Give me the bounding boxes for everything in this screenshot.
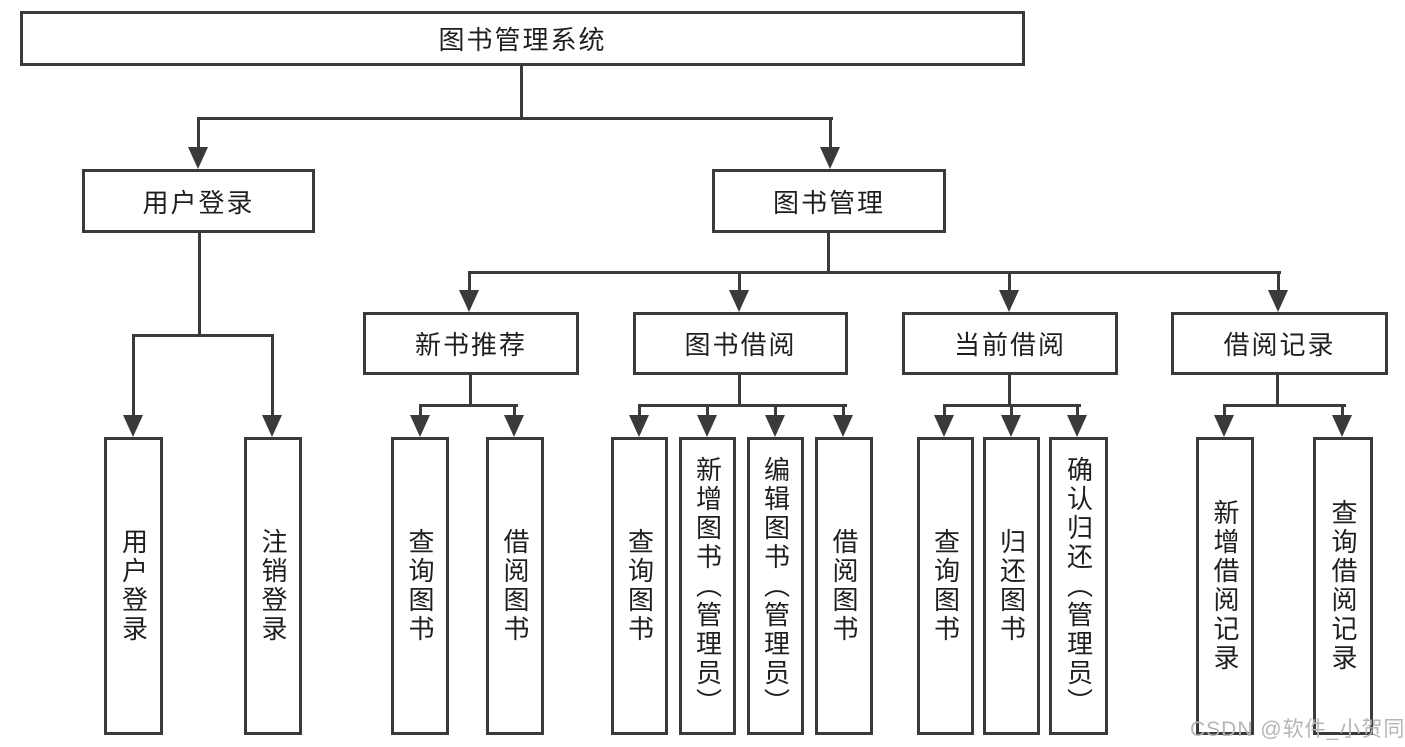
connector-line	[738, 271, 741, 292]
connector-line	[198, 233, 201, 337]
connector-line	[513, 404, 516, 417]
leaf-borrow-books-recommend: 借阅图书	[486, 437, 544, 735]
node-label: 归还图书	[996, 528, 1027, 644]
arrowhead-down-icon	[262, 415, 282, 437]
node-label: 注销登录	[258, 528, 288, 644]
node-label: 查询图书	[624, 528, 655, 644]
connector-line	[1276, 375, 1279, 407]
connector-line	[1223, 404, 1346, 407]
leaf-edit-book-admin: 编辑图书（管理员）	[747, 437, 804, 735]
node-label: 新增图书（管理员）	[692, 455, 723, 717]
node-user-login: 用户登录	[82, 169, 315, 233]
leaf-query-books-current: 查询图书	[917, 437, 974, 735]
node-label: 查询借阅记录	[1328, 499, 1358, 673]
connector-line	[1277, 271, 1280, 292]
connector-line	[827, 233, 830, 274]
arrowhead-down-icon	[1332, 415, 1352, 437]
connector-line	[774, 404, 777, 417]
connector-line	[1010, 404, 1013, 417]
arrowhead-down-icon	[697, 415, 717, 437]
connector-line	[706, 404, 709, 417]
connector-line	[1076, 404, 1079, 417]
arrowhead-down-icon	[504, 415, 524, 437]
node-current-borrow: 当前借阅	[902, 312, 1118, 375]
node-label: 图书借阅	[684, 330, 797, 360]
connector-line	[520, 64, 523, 119]
watermark-text: CSDN @软件_小贺同学	[1190, 718, 1405, 741]
arrowhead-down-icon	[459, 290, 479, 312]
connector-line	[197, 117, 833, 120]
arrowhead-down-icon	[1268, 290, 1288, 312]
connector-line	[468, 271, 471, 292]
connector-line	[829, 117, 832, 149]
connector-line	[132, 334, 135, 417]
connector-line	[638, 404, 847, 407]
connector-line	[132, 334, 274, 337]
arrowhead-down-icon	[1067, 415, 1087, 437]
connector-line	[738, 375, 741, 407]
node-label: 借阅记录	[1223, 330, 1336, 360]
connector-line	[638, 404, 641, 417]
connector-line	[271, 334, 274, 417]
node-book-borrow: 图书借阅	[633, 312, 848, 375]
connector-line	[468, 271, 1281, 274]
leaf-query-borrow-record: 查询借阅记录	[1313, 437, 1373, 735]
node-label: 新书推荐	[414, 330, 527, 360]
node-label: 图书管理系统	[438, 25, 607, 55]
leaf-return-book: 归还图书	[983, 437, 1040, 735]
node-label: 当前借阅	[953, 330, 1066, 360]
connector-line	[197, 117, 200, 149]
arrowhead-down-icon	[188, 147, 208, 169]
arrowhead-down-icon	[729, 290, 749, 312]
arrowhead-down-icon	[820, 147, 840, 169]
arrowhead-down-icon	[629, 415, 649, 437]
connector-line	[1008, 271, 1011, 292]
arrowhead-down-icon	[123, 415, 143, 437]
leaf-borrow-books-borrow: 借阅图书	[815, 437, 873, 735]
leaf-add-book-admin: 新增图书（管理员）	[679, 437, 736, 735]
node-label: 图书管理	[772, 187, 885, 218]
node-label: 用户登录	[142, 187, 255, 218]
arrowhead-down-icon	[410, 415, 430, 437]
arrowhead-down-icon	[765, 415, 785, 437]
node-label: 确认归还（管理员）	[1063, 455, 1094, 717]
connector-line	[469, 375, 472, 407]
connector-line	[419, 404, 422, 417]
connector-line	[1008, 375, 1011, 407]
arrowhead-down-icon	[1001, 415, 1021, 437]
node-label: 借阅图书	[829, 528, 859, 644]
arrowhead-down-icon	[833, 415, 853, 437]
node-label: 借阅图书	[500, 528, 530, 644]
leaf-query-books-recommend: 查询图书	[391, 437, 449, 735]
node-label: 用户登录	[118, 528, 149, 644]
node-label: 新增借阅记录	[1210, 499, 1240, 673]
arrowhead-down-icon	[999, 290, 1019, 312]
node-label: 查询图书	[405, 528, 435, 644]
leaf-logout: 注销登录	[244, 437, 302, 735]
connector-line	[943, 404, 946, 417]
arrowhead-down-icon	[934, 415, 954, 437]
leaf-query-books-borrow: 查询图书	[611, 437, 668, 735]
node-root: 图书管理系统	[20, 11, 1025, 66]
leaf-add-borrow-record: 新增借阅记录	[1196, 437, 1254, 735]
node-label: 查询图书	[930, 528, 961, 644]
leaf-confirm-return-admin: 确认归还（管理员）	[1049, 437, 1108, 735]
node-new-book-recommend: 新书推荐	[363, 312, 579, 375]
node-label: 编辑图书（管理员）	[760, 455, 791, 717]
leaf-user-login: 用户登录	[104, 437, 163, 735]
connector-line	[419, 404, 518, 407]
node-borrow-records: 借阅记录	[1171, 312, 1388, 375]
connector-line	[1223, 404, 1226, 417]
arrowhead-down-icon	[1214, 415, 1234, 437]
node-book-management: 图书管理	[712, 169, 946, 233]
connector-line	[842, 404, 845, 417]
connector-line	[1341, 404, 1344, 417]
